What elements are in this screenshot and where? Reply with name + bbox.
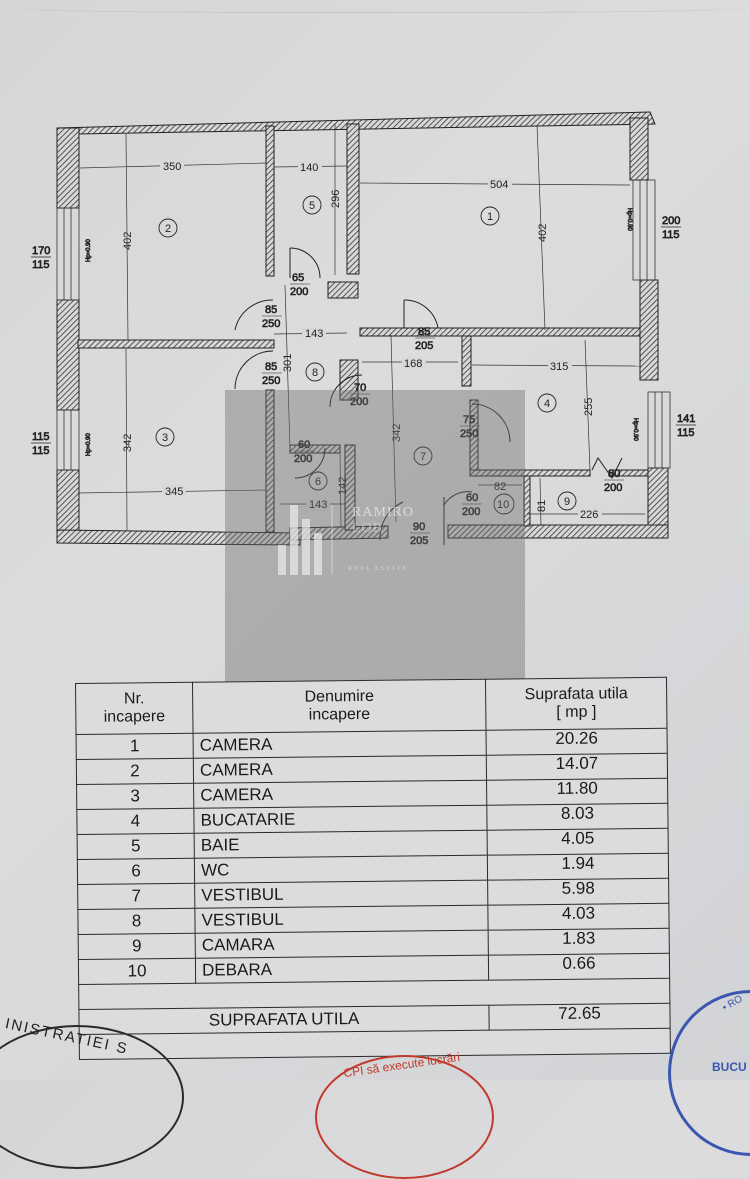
svg-text:250: 250: [262, 375, 280, 387]
svg-text:342: 342: [122, 434, 134, 452]
svg-text:350: 350: [163, 161, 181, 173]
svg-text:75: 75: [463, 414, 475, 426]
svg-text:82: 82: [494, 481, 506, 493]
svg-text:200: 200: [662, 215, 680, 227]
table-header-row: Nr. incapere Denumire incapere Suprafata…: [75, 677, 668, 735]
svg-text:3: 3: [162, 432, 168, 444]
svg-text:60: 60: [466, 492, 478, 504]
svg-text:115: 115: [32, 431, 50, 443]
svg-text:115: 115: [662, 229, 680, 241]
svg-text:315: 315: [550, 361, 568, 373]
svg-text:250: 250: [262, 318, 280, 330]
svg-text:Hp=0.90: Hp=0.90: [86, 432, 92, 456]
svg-text:200: 200: [290, 286, 308, 298]
svg-text:140: 140: [300, 162, 318, 174]
door-labels: 65 200 85 250 85 250 85 205 70 200 60 20…: [262, 272, 624, 547]
svg-text:85: 85: [418, 326, 430, 338]
door-swings: [234, 247, 623, 545]
windows: [56, 179, 671, 471]
svg-text:85: 85: [265, 304, 277, 316]
stamp-red: [315, 1055, 494, 1179]
stamp-blue-text: BUCU: [712, 1060, 747, 1074]
svg-text:255: 255: [583, 398, 595, 416]
header-name: Denumire incapere: [192, 679, 487, 734]
dimension-labels: 350 402 140 296 504 402 345 342 143 301 …: [122, 159, 602, 521]
svg-text:402: 402: [122, 232, 134, 250]
svg-text:81: 81: [536, 500, 548, 512]
svg-text:226: 226: [580, 509, 598, 521]
watermark-brand: RAMIRO LOB: [352, 505, 415, 536]
svg-text:200: 200: [604, 482, 622, 494]
svg-text:143: 143: [309, 499, 327, 511]
svg-text:4: 4: [544, 398, 550, 410]
interior-walls: [77, 123, 649, 533]
svg-text:250: 250: [460, 428, 478, 440]
svg-text:8: 8: [312, 367, 318, 379]
svg-text:70: 70: [354, 382, 366, 394]
floor-plan: 350 402 140 296 504 402 345 342 143 301 …: [31, 111, 696, 547]
svg-text:200: 200: [462, 506, 480, 518]
dimension-lines: [77, 124, 645, 531]
svg-text:402: 402: [537, 224, 549, 242]
svg-text:Hp=0.90: Hp=0.90: [632, 418, 638, 442]
watermark-logo-icon: [278, 505, 333, 575]
svg-text:10: 10: [497, 499, 509, 511]
svg-text:504: 504: [490, 179, 508, 191]
watermark-overlay: [225, 390, 525, 688]
svg-text:60: 60: [298, 439, 310, 451]
header-nr: Nr. incapere: [75, 682, 194, 735]
header-area: Suprafata utila [ mp ]: [485, 677, 668, 731]
svg-text:205: 205: [410, 535, 428, 547]
exterior-walls: [56, 111, 669, 546]
svg-text:170: 170: [32, 245, 50, 257]
svg-text:115: 115: [677, 427, 695, 439]
svg-text:85: 85: [265, 361, 277, 373]
svg-text:80: 80: [608, 468, 620, 480]
svg-text:142: 142: [337, 477, 349, 495]
svg-text:301: 301: [282, 354, 294, 372]
room-number-labels: 2 5 1 3 8 4 7 6 9 10: [162, 200, 570, 511]
watermark-tagline: REAL ESTATE: [348, 566, 409, 572]
svg-text:5: 5: [309, 200, 315, 212]
svg-text:342: 342: [391, 424, 403, 442]
svg-text:1: 1: [487, 211, 493, 223]
svg-text:Hp=0.80: Hp=0.80: [626, 208, 632, 232]
svg-text:115: 115: [32, 445, 50, 457]
svg-text:345: 345: [165, 486, 183, 498]
svg-text:9: 9: [564, 496, 570, 508]
room-numbers: [155, 195, 577, 515]
svg-text:6: 6: [315, 476, 321, 488]
svg-text:2: 2: [165, 223, 171, 235]
svg-text:168: 168: [404, 358, 422, 370]
page-edge: [0, 0, 750, 13]
svg-text:205: 205: [415, 340, 433, 352]
svg-text:Hp=0.90: Hp=0.90: [86, 238, 92, 262]
svg-text:7: 7: [420, 451, 426, 463]
svg-text:115: 115: [32, 259, 50, 271]
svg-text:141: 141: [677, 413, 695, 425]
table-spacer-row: [79, 1028, 671, 1060]
svg-text:200: 200: [350, 396, 368, 408]
total-value: 72.65: [488, 1003, 671, 1031]
svg-text:296: 296: [330, 190, 342, 208]
svg-text:200: 200: [294, 453, 312, 465]
svg-text:143: 143: [305, 328, 323, 340]
window-labels: 170 115 115 115 200 115 141 115 Hp=0.90 …: [31, 208, 696, 457]
svg-text:65: 65: [292, 272, 304, 284]
area-table: Nr. incapere Denumire incapere Suprafata…: [75, 676, 671, 1060]
svg-text:90: 90: [413, 521, 425, 533]
